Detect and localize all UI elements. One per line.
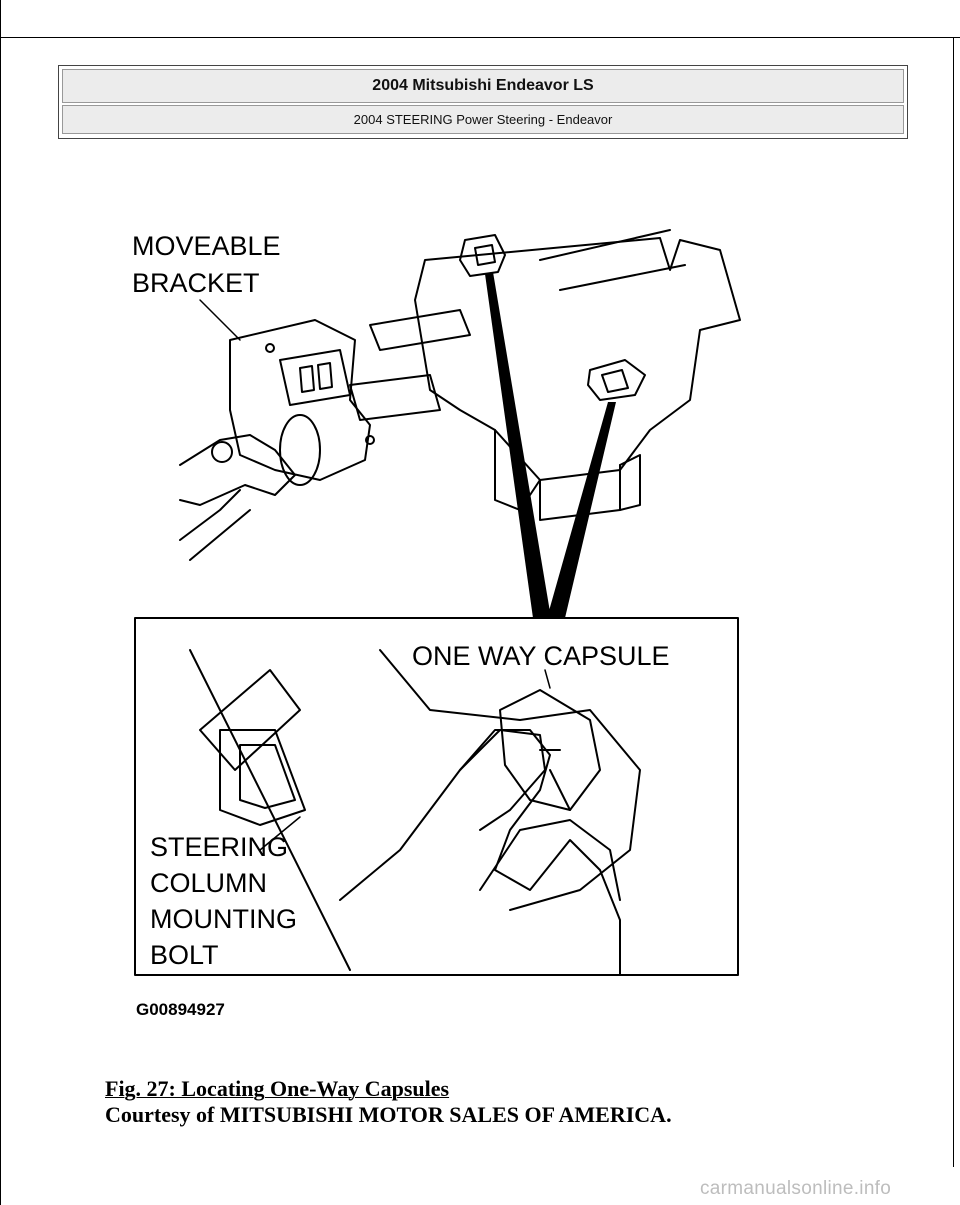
yoke-hole (211, 441, 233, 463)
bracket-plate (279, 349, 351, 406)
inset-bolt-slot-inner (239, 744, 296, 809)
section-subtitle: 2004 STEERING Power Steering - Endeavor (353, 112, 613, 127)
column-rail-left (369, 309, 471, 351)
inset-frame (134, 617, 739, 976)
page-frame-left (0, 0, 1, 1205)
figure-title-link[interactable]: Fig. 27: Locating One-Way Capsules (105, 1076, 450, 1101)
capsule-upper-right (587, 359, 646, 401)
shaft-lower (179, 489, 251, 561)
label-bolt: BOLT (150, 940, 219, 970)
bracket-hole-2 (365, 435, 375, 445)
column-body-outline (414, 237, 741, 481)
label-one-way-capsule: ONE WAY CAPSULE (412, 641, 670, 671)
bracket-slots (299, 362, 333, 393)
figure-caption: Fig. 27: Locating One-Way Capsules Court… (105, 1076, 672, 1129)
inset-thumb (459, 729, 546, 831)
column-lower-frame-2 (619, 454, 641, 511)
bracket-hole-1 (265, 343, 275, 353)
capsule-upper-right-inner (601, 369, 629, 393)
bracket-leader (199, 299, 241, 341)
shaft-joint (279, 414, 321, 486)
bracket-body (229, 319, 371, 481)
label-bracket: BRACKET (132, 268, 260, 298)
pointer-wedge-right (547, 402, 616, 618)
label-column: COLUMN (150, 868, 267, 898)
header-title-row: 2004 Mitsubishi Endeavor LS (62, 69, 904, 103)
inset-capsule (499, 689, 601, 811)
column-shaft-top (539, 229, 686, 291)
inset-housing (379, 649, 641, 911)
figure-courtesy: Courtesy of MITSUBISHI MOTOR SALES OF AM… (105, 1102, 672, 1128)
site-watermark: carmanualsonline.info (700, 1178, 892, 1199)
capsule-upper-left (459, 234, 506, 277)
label-steering: STEERING (150, 832, 288, 862)
shaft-yoke (179, 434, 296, 506)
inset-bolt-slot (219, 729, 306, 826)
page-frame-top (0, 37, 960, 38)
pointer-wedge-left (485, 272, 551, 618)
capsule-upper-left-inner (474, 244, 496, 266)
header-subtitle-row: 2004 STEERING Power Steering - Endeavor (62, 105, 904, 134)
label-moveable: MOVEABLE (132, 231, 281, 261)
page-frame-right (953, 37, 954, 1167)
column-rail-lower (349, 374, 441, 421)
bolt-leader (259, 816, 301, 851)
vehicle-title: 2004 Mitsubishi Endeavor LS (372, 77, 594, 94)
label-mounting: MOUNTING (150, 904, 297, 934)
figure-code: G00894927 (136, 1000, 225, 1019)
inset-hand (339, 729, 621, 976)
document-header: 2004 Mitsubishi Endeavor LS 2004 STEERIN… (58, 65, 908, 139)
inset-column-rail (189, 649, 351, 971)
inset-capsule-shaft (539, 749, 571, 811)
inset-finger (479, 819, 621, 901)
steering-column-illustration: MOVEABLE BRACKET ONE WAY CAPSULE STEERIN… (132, 229, 741, 1019)
capsule-leader (544, 669, 551, 689)
